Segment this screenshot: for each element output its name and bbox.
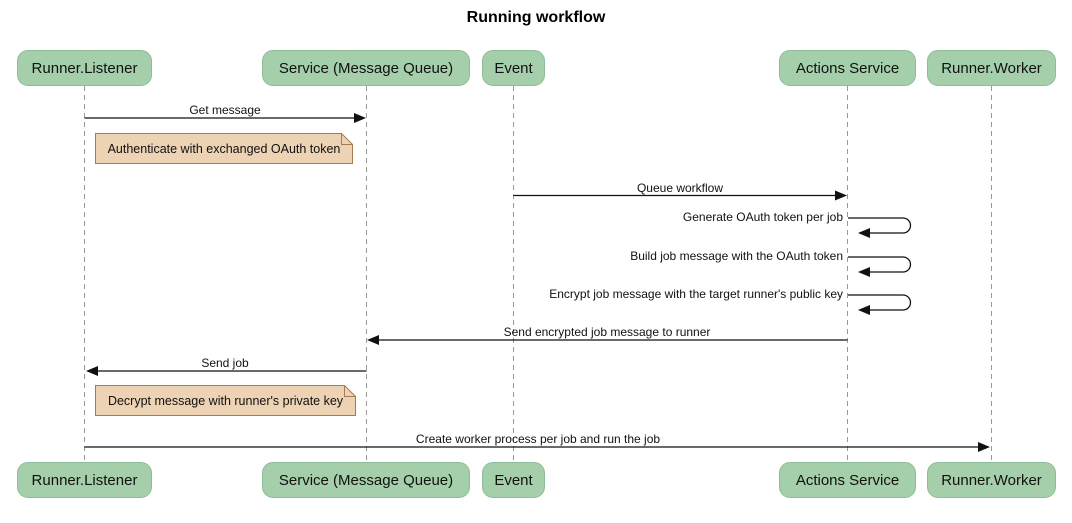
participant-service-message-queue-bottom: Service (Message Queue) xyxy=(262,462,470,498)
message-arrow-generate-oauth-token xyxy=(848,217,912,238)
participant-runner-listener-bottom: Runner.Listener xyxy=(17,462,152,498)
note-shape xyxy=(95,133,353,164)
message-label-generate-oauth-token: Generate OAuth token per job xyxy=(682,210,843,224)
note-shape xyxy=(95,385,356,416)
note-outline xyxy=(95,133,353,164)
message-arrow-encrypt-job-message xyxy=(848,294,912,315)
participant-label: Actions Service xyxy=(795,59,900,77)
participant-actions-service-bottom: Actions Service xyxy=(779,462,916,498)
note-text: Authenticate with exchanged OAuth token xyxy=(107,141,341,156)
participant-label: Service (Message Queue) xyxy=(278,59,454,77)
message-arrow-build-job-message xyxy=(848,256,912,277)
participant-label: Actions Service xyxy=(795,471,900,489)
note-authenticate-oauth: Authenticate with exchanged OAuth token xyxy=(95,133,353,164)
message-label-create-worker-process: Create worker process per job and run th… xyxy=(415,432,661,446)
diagram-title: Running workflow xyxy=(466,9,606,26)
note-fold-icon xyxy=(341,133,353,145)
participant-label: Runner.Worker xyxy=(941,59,1042,77)
participant-event-bottom: Event xyxy=(482,462,545,498)
note-outline xyxy=(95,385,356,416)
participant-label: Event xyxy=(494,471,533,489)
participant-label: Runner.Listener xyxy=(31,59,138,77)
message-label-send-job: Send job xyxy=(201,356,249,370)
participant-label: Event xyxy=(494,59,533,77)
participant-event-top: Event xyxy=(482,50,545,86)
participant-runner-listener-top: Runner.Listener xyxy=(17,50,152,86)
note-fold-icon xyxy=(344,385,356,397)
message-label-encrypt-job-message: Encrypt job message with the target runn… xyxy=(549,287,843,301)
participant-service-message-queue-top: Service (Message Queue) xyxy=(262,50,470,86)
message-label-queue-workflow: Queue workflow xyxy=(636,181,724,195)
note-decrypt-private-key: Decrypt message with runner's private ke… xyxy=(95,385,356,416)
message-label-send-encrypted-job-message: Send encrypted job message to runner xyxy=(503,325,711,339)
participant-label: Runner.Listener xyxy=(31,471,138,489)
note-text: Decrypt message with runner's private ke… xyxy=(107,393,344,408)
participant-label: Runner.Worker xyxy=(941,471,1042,489)
participant-runner-worker-top: Runner.Worker xyxy=(927,50,1056,86)
message-label-build-job-message: Build job message with the OAuth token xyxy=(630,249,843,263)
participant-runner-worker-bottom: Runner.Worker xyxy=(927,462,1056,498)
participant-actions-service-top: Actions Service xyxy=(779,50,916,86)
message-label-get-message: Get message xyxy=(189,103,261,117)
participant-label: Service (Message Queue) xyxy=(278,471,454,489)
